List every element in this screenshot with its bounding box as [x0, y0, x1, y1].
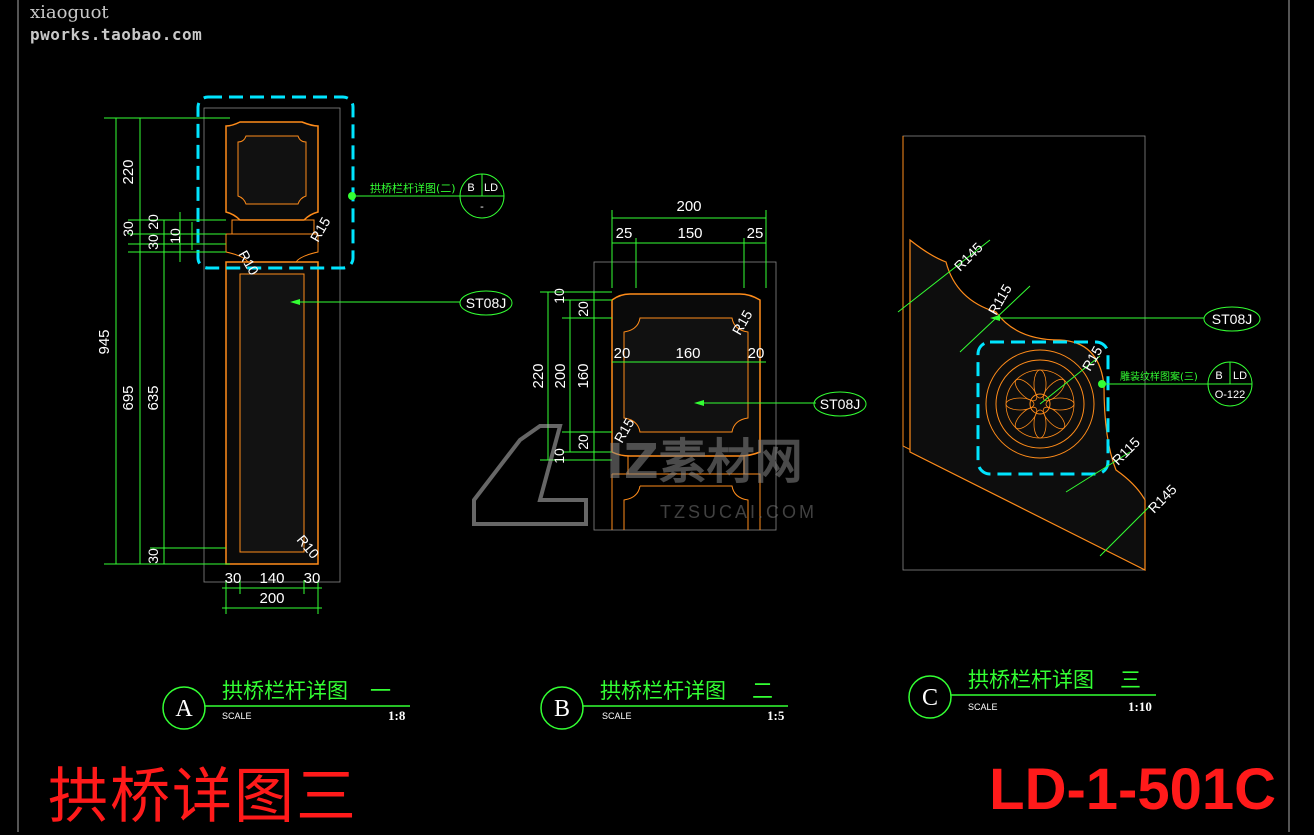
sheet-title: 拱桥详图三	[48, 762, 358, 832]
detail-title-a: 拱桥栏杆详图	[222, 679, 348, 703]
scale-b: 1:5	[767, 708, 785, 723]
dim-w30a: 30	[225, 570, 242, 587]
callout-a-text: 拱桥栏杆详图(二)	[370, 181, 456, 195]
watermark-brand: IZ素材网	[606, 434, 803, 490]
detail-number-b: 二	[752, 679, 773, 703]
dim-b-i160: 160	[675, 345, 700, 362]
callout-c-top: B	[1215, 370, 1222, 382]
title-c: C 拱桥栏杆详图 三 SCALE 1:10	[908, 668, 1156, 719]
dim-b-w25a: 25	[616, 225, 633, 242]
detail-number-c: 三	[1120, 668, 1141, 692]
radius-c-r115b: R115	[1109, 434, 1143, 468]
dim-635: 635	[145, 385, 162, 410]
callout-c-right: LD	[1233, 370, 1247, 382]
radius-c-r145b: R145	[1145, 481, 1180, 516]
dim-b-h160: 160	[575, 363, 592, 388]
title-b: B 拱桥栏杆详图 二 SCALE 1:5	[540, 679, 788, 730]
watermark-url: pworks.taobao.com	[30, 25, 203, 44]
dim-b-h10a: 10	[551, 288, 567, 304]
dim-220: 220	[120, 159, 137, 184]
dim-30: 30	[120, 221, 136, 237]
scale-word-c: SCALE	[968, 702, 998, 712]
radius-r15: R15	[307, 214, 334, 244]
detail-label-c: C	[922, 685, 938, 711]
dim-w200: 200	[259, 590, 284, 607]
dim-b-i20b: 20	[748, 345, 765, 362]
dim-30c: 30	[145, 548, 161, 564]
center-watermark: IZ素材网 TZSUCAI.COM	[472, 424, 817, 526]
dim-b-w200: 200	[676, 198, 701, 215]
radius-c-r115a: R115	[985, 281, 1015, 317]
watermark-name: xiaoguot	[30, 2, 109, 23]
dim-945: 945	[96, 329, 113, 354]
detail-number-a: 一	[370, 679, 391, 703]
detail-title-c: 拱桥栏杆详图	[968, 668, 1094, 692]
detail-a: 220 30 30 20 10 945 695 635 30 30 140 30…	[96, 95, 513, 614]
detail-label-a: A	[175, 696, 193, 722]
detail-title-b: 拱桥栏杆详图	[600, 679, 726, 703]
scale-a: 1:8	[388, 708, 406, 723]
dim-b-h200: 200	[552, 363, 569, 388]
dim-b-i20a: 20	[614, 345, 631, 362]
callout-c-text: 雕装纹样图案(三)	[1120, 370, 1198, 383]
dim-b-w150: 150	[677, 225, 702, 242]
material-tag-b: ST08J	[820, 396, 860, 412]
callout-a-right: LD	[484, 182, 498, 194]
scale-c: 1:10	[1128, 699, 1152, 714]
dim-b-h20b: 20	[575, 434, 591, 450]
scale-word-b: SCALE	[602, 711, 632, 721]
dim-w30b: 30	[304, 570, 321, 587]
callout-c-bottom: O-122	[1215, 389, 1246, 401]
callout-a-top: B	[467, 182, 474, 194]
material-tag-a: ST08J	[466, 295, 506, 311]
scale-word-a: SCALE	[222, 711, 252, 721]
dim-695: 695	[120, 385, 137, 410]
detail-b: 200 25 150 25 10 20 220 200 160 20 10 20…	[530, 198, 867, 531]
dim-b-h20a: 20	[575, 301, 591, 317]
material-tag-c: ST08J	[1212, 311, 1252, 327]
detail-label-b: B	[554, 696, 570, 722]
dim-b-h220: 220	[530, 363, 547, 388]
dim-20: 20	[145, 214, 161, 230]
title-a: A 拱桥栏杆详图 一 SCALE 1:8	[162, 679, 410, 730]
detail-c: R145 R115 R15 R115 R145 ST08J 雕装纹样图案(三) …	[897, 135, 1261, 571]
radius-c-r145a: R145	[951, 239, 986, 274]
dim-b-w25b: 25	[747, 225, 764, 242]
callout-a-bottom: -	[480, 201, 484, 213]
watermark-site: TZSUCAI.COM	[660, 502, 817, 522]
sheet-code: LD-1-501C	[989, 757, 1276, 822]
dim-30b: 30	[145, 234, 161, 250]
dim-w140: 140	[259, 570, 284, 587]
dim-10: 10	[167, 228, 183, 244]
